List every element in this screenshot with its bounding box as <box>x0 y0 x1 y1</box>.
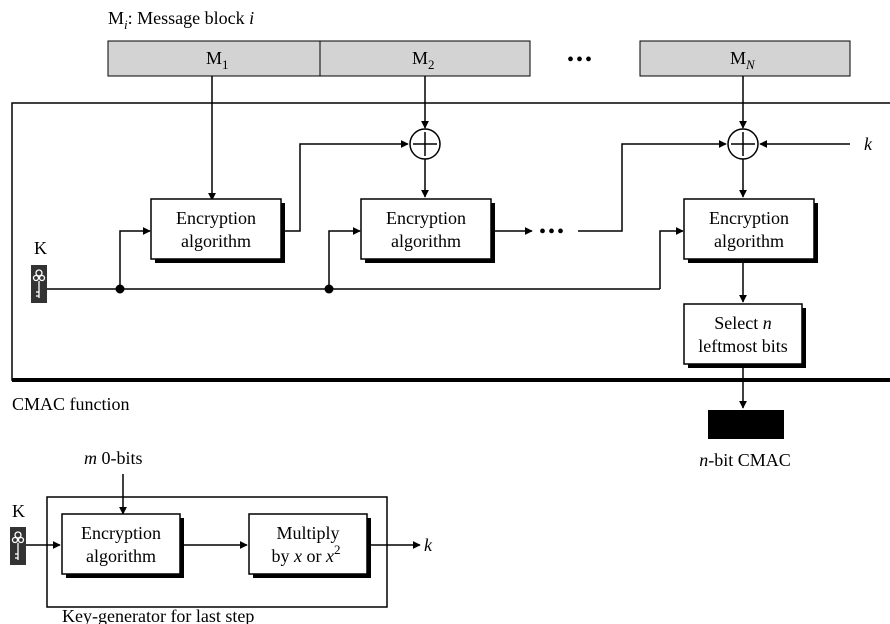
enc2-line1: Encryption <box>386 208 466 228</box>
key-to-enc3 <box>659 227 684 289</box>
enc1-box <box>150 198 282 260</box>
keygen-enc-box <box>61 513 181 575</box>
enc3-line2: algorithm <box>714 231 784 251</box>
arrow-chain-xor2 <box>578 140 727 232</box>
chain-ellipsis: ••• <box>539 221 566 243</box>
enc2-line2: algorithm <box>391 231 461 251</box>
enc2-box <box>360 198 492 260</box>
keygen-mult-line2: by x or x2 <box>272 542 341 566</box>
enc3-line1: Encryption <box>709 208 789 228</box>
cmac-function-label: CMAC function <box>12 394 130 414</box>
arrow-enc1-xor1 <box>285 140 409 232</box>
mn-label: MN <box>730 48 756 72</box>
keygen-caption: Key-generator for last step <box>62 606 254 624</box>
message-block-legend: Mi: Message block i <box>108 8 254 32</box>
key-junction-2 <box>324 284 334 294</box>
keygen-key-label: K <box>12 501 25 521</box>
keygen-mult-box <box>248 513 368 575</box>
key-icon <box>31 265 47 303</box>
enc1-line2: algorithm <box>181 231 251 251</box>
keygen-m-label: m 0-bits <box>84 448 143 468</box>
key-k-label: K <box>34 238 47 258</box>
blocks-ellipsis: ••• <box>567 49 594 71</box>
keygen-enc-line2: algorithm <box>86 546 156 566</box>
xor-2 <box>727 128 759 160</box>
keygen-mult-line1: Multiply <box>276 523 339 543</box>
keygen-key-icon <box>10 527 26 565</box>
select-line2: leftmost bits <box>698 336 788 356</box>
cmac-output-label: n-bit CMAC <box>699 450 791 470</box>
message-block-m1 <box>107 40 321 77</box>
m1-label: M1 <box>206 48 229 72</box>
key-junction-1 <box>115 284 125 294</box>
cmac-output-block <box>708 410 784 439</box>
xor-1 <box>409 128 441 160</box>
enc3-box <box>683 198 815 260</box>
select-line1: Select n <box>714 313 771 333</box>
m2-label: M2 <box>412 48 435 72</box>
keygen-k-out-label: k <box>424 535 433 555</box>
message-block-mn <box>639 40 851 77</box>
keygen-enc-line1: Encryption <box>81 523 161 543</box>
enc1-line1: Encryption <box>176 208 256 228</box>
select-box <box>683 303 803 365</box>
message-block-m2 <box>319 40 531 77</box>
key-to-enc1 <box>119 227 151 289</box>
k-input-label: k <box>864 134 873 154</box>
key-to-enc2 <box>328 227 361 289</box>
